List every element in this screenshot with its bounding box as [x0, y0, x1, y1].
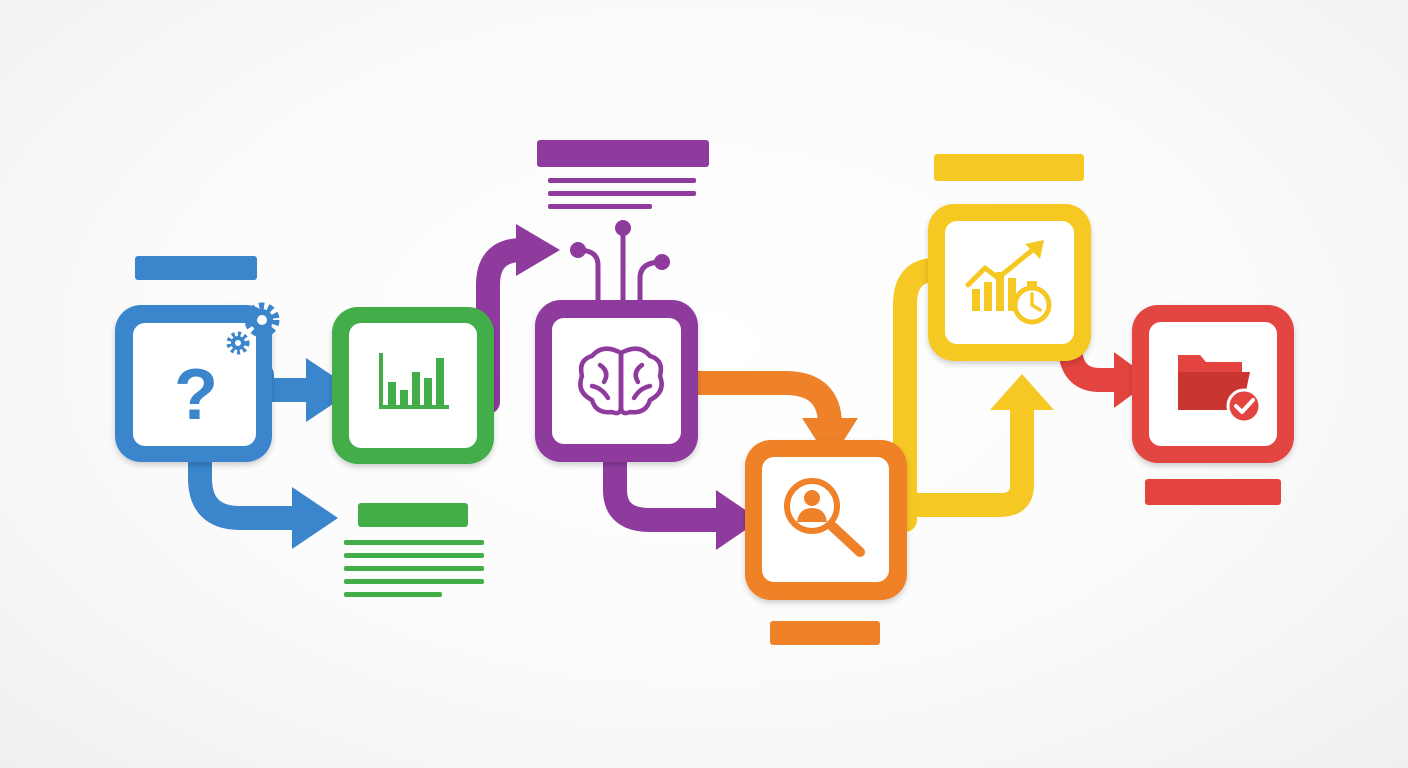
- brain-circuit-icon: [578, 346, 664, 416]
- step-card-bar-chart: [332, 307, 494, 464]
- bar-chart-icon: [379, 353, 449, 409]
- card-face: [133, 323, 256, 446]
- connector-purple-to-orange-top: [678, 371, 842, 437]
- connector-orange-to-yellow: [878, 398, 1034, 517]
- card-face: [552, 318, 681, 444]
- connector-green-to-purple: [476, 238, 534, 414]
- purple-text-line: [548, 191, 696, 196]
- circuit-lines: [575, 229, 665, 303]
- connector-purple-to-orange-bottom: [603, 448, 737, 532]
- connectors: [188, 224, 1152, 550]
- arrowhead-purple-to-orange: [716, 490, 760, 550]
- green-text-line: [344, 566, 484, 571]
- folder-check-icon: [1178, 355, 1262, 424]
- check-badge: [1226, 388, 1262, 424]
- green-text-line: [344, 553, 484, 558]
- purple-title-bar: [537, 140, 709, 167]
- circuit-nodes: [570, 220, 670, 270]
- gear-icon: [226, 331, 250, 355]
- step-card-question: ?: [115, 302, 280, 462]
- purple-text-block: [537, 140, 709, 209]
- question-gears-icon: ?: [174, 302, 280, 435]
- growth-chart-stopwatch-icon: [965, 240, 1052, 325]
- gear-icon: [244, 302, 280, 338]
- arrowhead-yellow-up: [990, 374, 1054, 410]
- green-text-line: [344, 592, 442, 597]
- arrowhead-blue-to-text: [292, 487, 338, 549]
- purple-text-line: [548, 204, 652, 209]
- green-text-line: [344, 579, 484, 584]
- magnifier-handle: [827, 521, 865, 557]
- magnifier-ring: [784, 478, 840, 534]
- label-bars: [135, 140, 1281, 645]
- user-search-icon: [784, 478, 865, 557]
- step-card-user-search: [745, 440, 907, 600]
- trend-line: [965, 245, 1038, 288]
- green-title-bar: [358, 503, 468, 527]
- user-head: [804, 490, 820, 506]
- question-mark: ?: [174, 355, 218, 435]
- orange-title-bar: [770, 621, 880, 645]
- step-card-folder-check: [1132, 305, 1294, 463]
- blue-title-bar: [135, 256, 257, 280]
- growth-bars: [972, 272, 1016, 311]
- step-card-growth-timer: [928, 204, 1091, 361]
- connector-blue-to-text: [188, 438, 312, 530]
- green-text-block: [344, 503, 484, 597]
- user-body: [797, 508, 827, 522]
- yellow-title-bar: [934, 154, 1084, 181]
- green-text-line: [344, 540, 484, 545]
- stopwatch-icon: [1012, 281, 1052, 325]
- red-title-bar: [1145, 479, 1281, 505]
- check-mark: [1234, 398, 1255, 414]
- arrowhead-blue-to-green: [306, 358, 354, 422]
- step-card-brain: [535, 220, 698, 462]
- arrowhead-green-to-purple: [516, 224, 560, 276]
- trend-arrowhead: [1025, 240, 1044, 259]
- purple-text-line: [548, 178, 696, 183]
